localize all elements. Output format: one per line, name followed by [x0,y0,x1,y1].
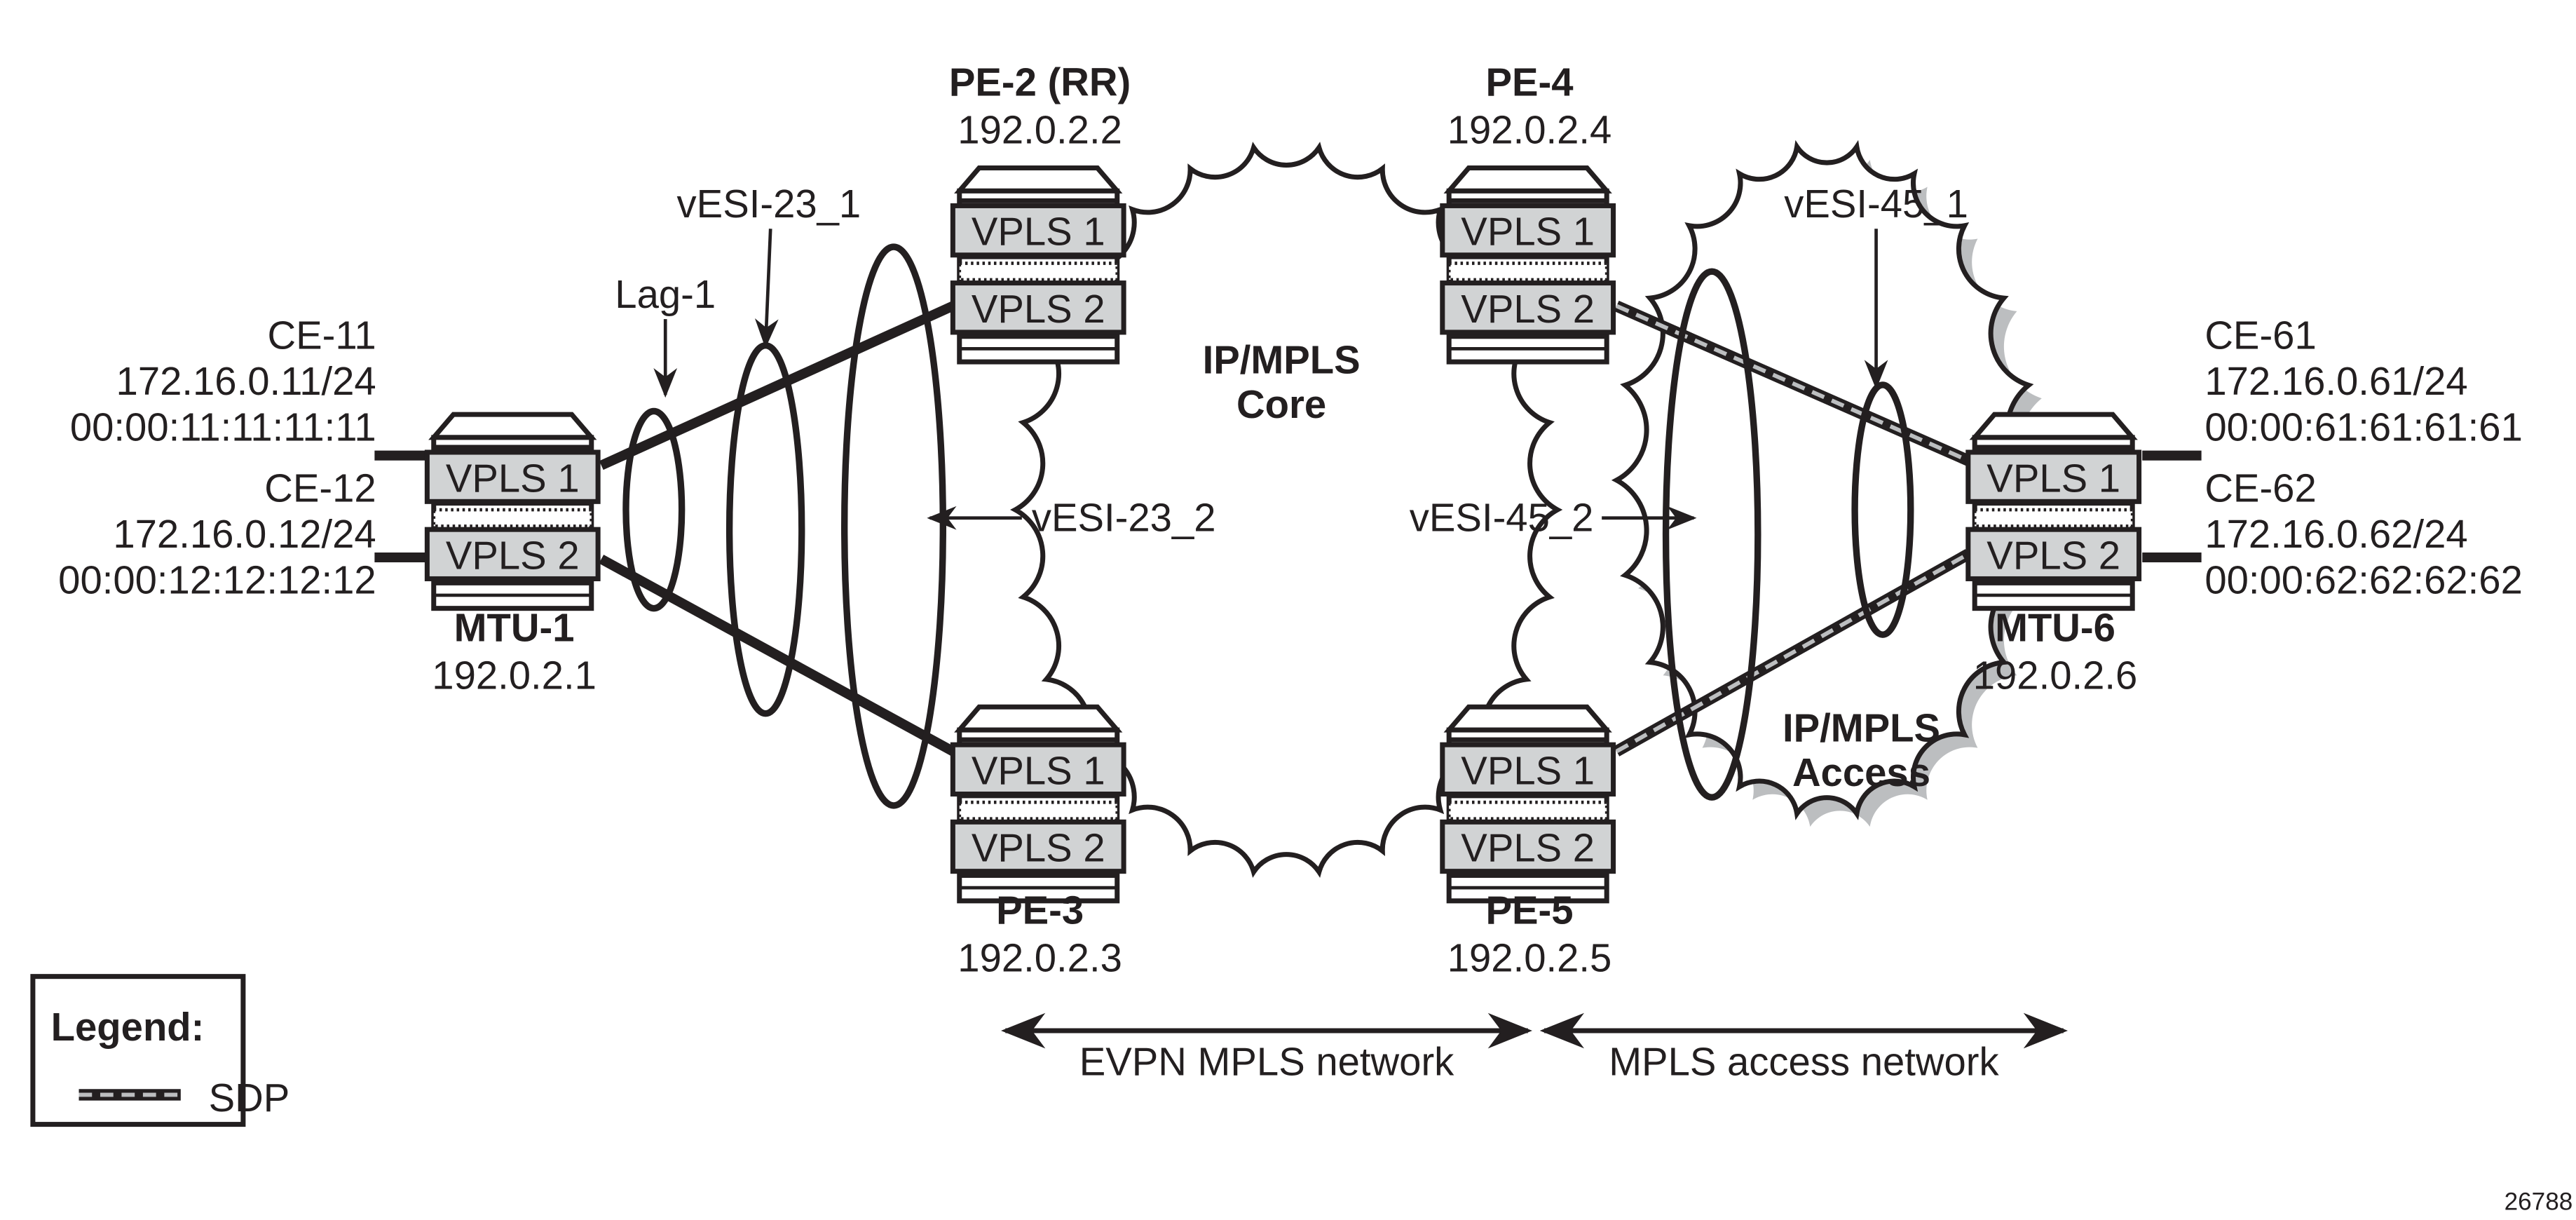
ce62-ip: 172.16.0.62/24 [2204,512,2467,556]
mtu1-pe2-link [599,301,955,470]
mtu1-vpls2-box[interactable]: VPLS 2 [424,527,601,581]
vesi23-1-label: vESI-23_1 [677,182,861,226]
mtu6-vpls1-label: VPLS 1 [1986,456,2120,500]
access-cloud-label-1: IP/MPLS [1783,706,1940,750]
access-span-label: MPLS access network [1609,1039,1999,1083]
vesi23-1-ellipse [725,341,805,717]
annotation-arrows [653,229,2069,1049]
pe5-router[interactable]: VPLS 1 VPLS 2 [1440,704,1616,904]
pe5-vpls1-box[interactable]: VPLS 1 [1440,742,1616,797]
vesi45-1-label: vESI-45_1 [1784,182,1968,226]
pe4-vpls1-label: VPLS 1 [1461,210,1595,254]
ce-labels-left: CE-11 172.16.0.11/24 00:00:11:11:11:11 C… [58,313,376,602]
pe2-vpls1-box[interactable]: VPLS 1 [950,203,1126,258]
pe2-router[interactable]: VPLS 1 VPLS 2 [950,165,1126,365]
ce61-ip: 172.16.0.61/24 [2204,359,2467,403]
mtu6-vpls2-label: VPLS 2 [1986,533,2120,577]
ce12-ip: 172.16.0.12/24 [113,512,376,556]
access-cloud [1611,140,2043,820]
pe5-vpls2-box[interactable]: VPLS 2 [1440,819,1616,874]
legend-sdp-label: SDP [209,1076,290,1120]
cloud-labels: IP/MPLS Core IP/MPLS Access [1203,338,1940,794]
core-cloud [1010,142,1563,878]
pe4-router[interactable]: VPLS 1 VPLS 2 [1440,165,1616,365]
pe3-vpls2-label: VPLS 2 [972,826,1105,870]
pe2-ip: 192.0.2.2 [958,107,1122,151]
ce61-mac: 00:00:61:61:61:61 [2204,405,2523,449]
annotation-labels: Lag-1 vESI-23_1 vESI-23_2 vESI-45_2 vESI… [615,182,1999,1083]
pe3-vpls1-label: VPLS 1 [972,748,1105,792]
node-labels: PE-2 (RR) 192.0.2.2 PE-4 192.0.2.4 PE-3 … [432,60,2137,980]
vesi45-2-label: vESI-45_2 [1410,496,1594,540]
vesi23-1-arrow [754,229,779,348]
vesi45-2-ellipse [1662,268,1761,801]
sdp-pe5-mtu6 [1614,549,1971,757]
pe3-vpls2-box[interactable]: VPLS 2 [950,819,1126,874]
mtu6-name: MTU-6 [1995,606,2115,650]
pe3-router[interactable]: VPLS 1 VPLS 2 [950,704,1126,904]
legend-title: Legend: [51,1005,205,1049]
pe5-name: PE-5 [1486,888,1574,933]
lag1-ellipse [622,407,686,612]
mtu6-vpls2-box[interactable]: VPLS 2 [1965,527,2142,581]
clouds [1010,140,2050,878]
mtu6-ip: 192.0.2.6 [1973,653,2138,698]
mtu1-vpls1-box[interactable]: VPLS 1 [424,449,601,504]
pe3-ip: 192.0.2.3 [958,936,1122,980]
mtu1-vpls2-label: VPLS 2 [446,533,580,577]
pe2-vpls2-label: VPLS 2 [972,287,1105,331]
ce11-mac: 00:00:11:11:11:11 [70,405,376,449]
ce11-ip: 172.16.0.11/24 [116,359,376,403]
pe4-name: PE-4 [1486,60,1574,104]
links [374,300,2202,757]
mtu1-vpls1-label: VPLS 1 [446,456,580,500]
pe4-vpls2-box[interactable]: VPLS 2 [1440,280,1616,335]
pe4-vpls1-box[interactable]: VPLS 1 [1440,203,1616,258]
core-cloud-label-1: IP/MPLS [1203,338,1361,382]
pe2-vpls1-label: VPLS 1 [972,210,1105,254]
ce61-name: CE-61 [2204,313,2316,357]
mtu1-pe3-link [599,555,955,756]
ce12-mac: 00:00:12:12:12:12 [58,558,376,602]
mtu1-ip: 192.0.2.1 [432,653,597,698]
pe4-vpls2-label: VPLS 2 [1461,287,1595,331]
mtu6-router[interactable]: VPLS 1 VPLS 2 [1965,412,2142,611]
pe4-ip: 192.0.2.4 [1447,107,1612,151]
sdp-pe4-mtu6 [1614,300,1971,466]
mtu1-router[interactable]: VPLS 1 VPLS 2 [424,412,601,611]
ce62-name: CE-62 [2204,466,2316,510]
pe2-name: PE-2 (RR) [949,60,1131,104]
evpn-span-label: EVPN MPLS network [1079,1039,1454,1083]
core-cloud-label-2: Core [1236,382,1326,426]
figure-id: 26788 [2505,1188,2573,1215]
mtu1-name: MTU-1 [454,606,575,650]
mtu6-vpls1-box[interactable]: VPLS 1 [1965,449,2142,504]
pe5-vpls2-label: VPLS 2 [1461,826,1595,870]
ce12-name: CE-12 [264,466,376,510]
pe5-ip: 192.0.2.5 [1447,936,1612,980]
pe3-vpls1-box[interactable]: VPLS 1 [950,742,1126,797]
pe2-vpls2-box[interactable]: VPLS 2 [950,280,1126,335]
legend: Legend: SDP [30,974,290,1127]
vesi23-2-label: vESI-23_2 [1032,496,1216,540]
ce11-name: CE-11 [267,313,376,357]
lag1-label: Lag-1 [615,272,716,316]
pe5-vpls1-label: VPLS 1 [1461,748,1595,792]
ce-labels-right: CE-61 172.16.0.61/24 00:00:61:61:61:61 C… [2204,313,2523,602]
ce62-mac: 00:00:62:62:62:62 [2204,558,2523,602]
pe3-name: PE-3 [996,888,1084,933]
access-cloud-label-2: Access [1792,750,1930,794]
